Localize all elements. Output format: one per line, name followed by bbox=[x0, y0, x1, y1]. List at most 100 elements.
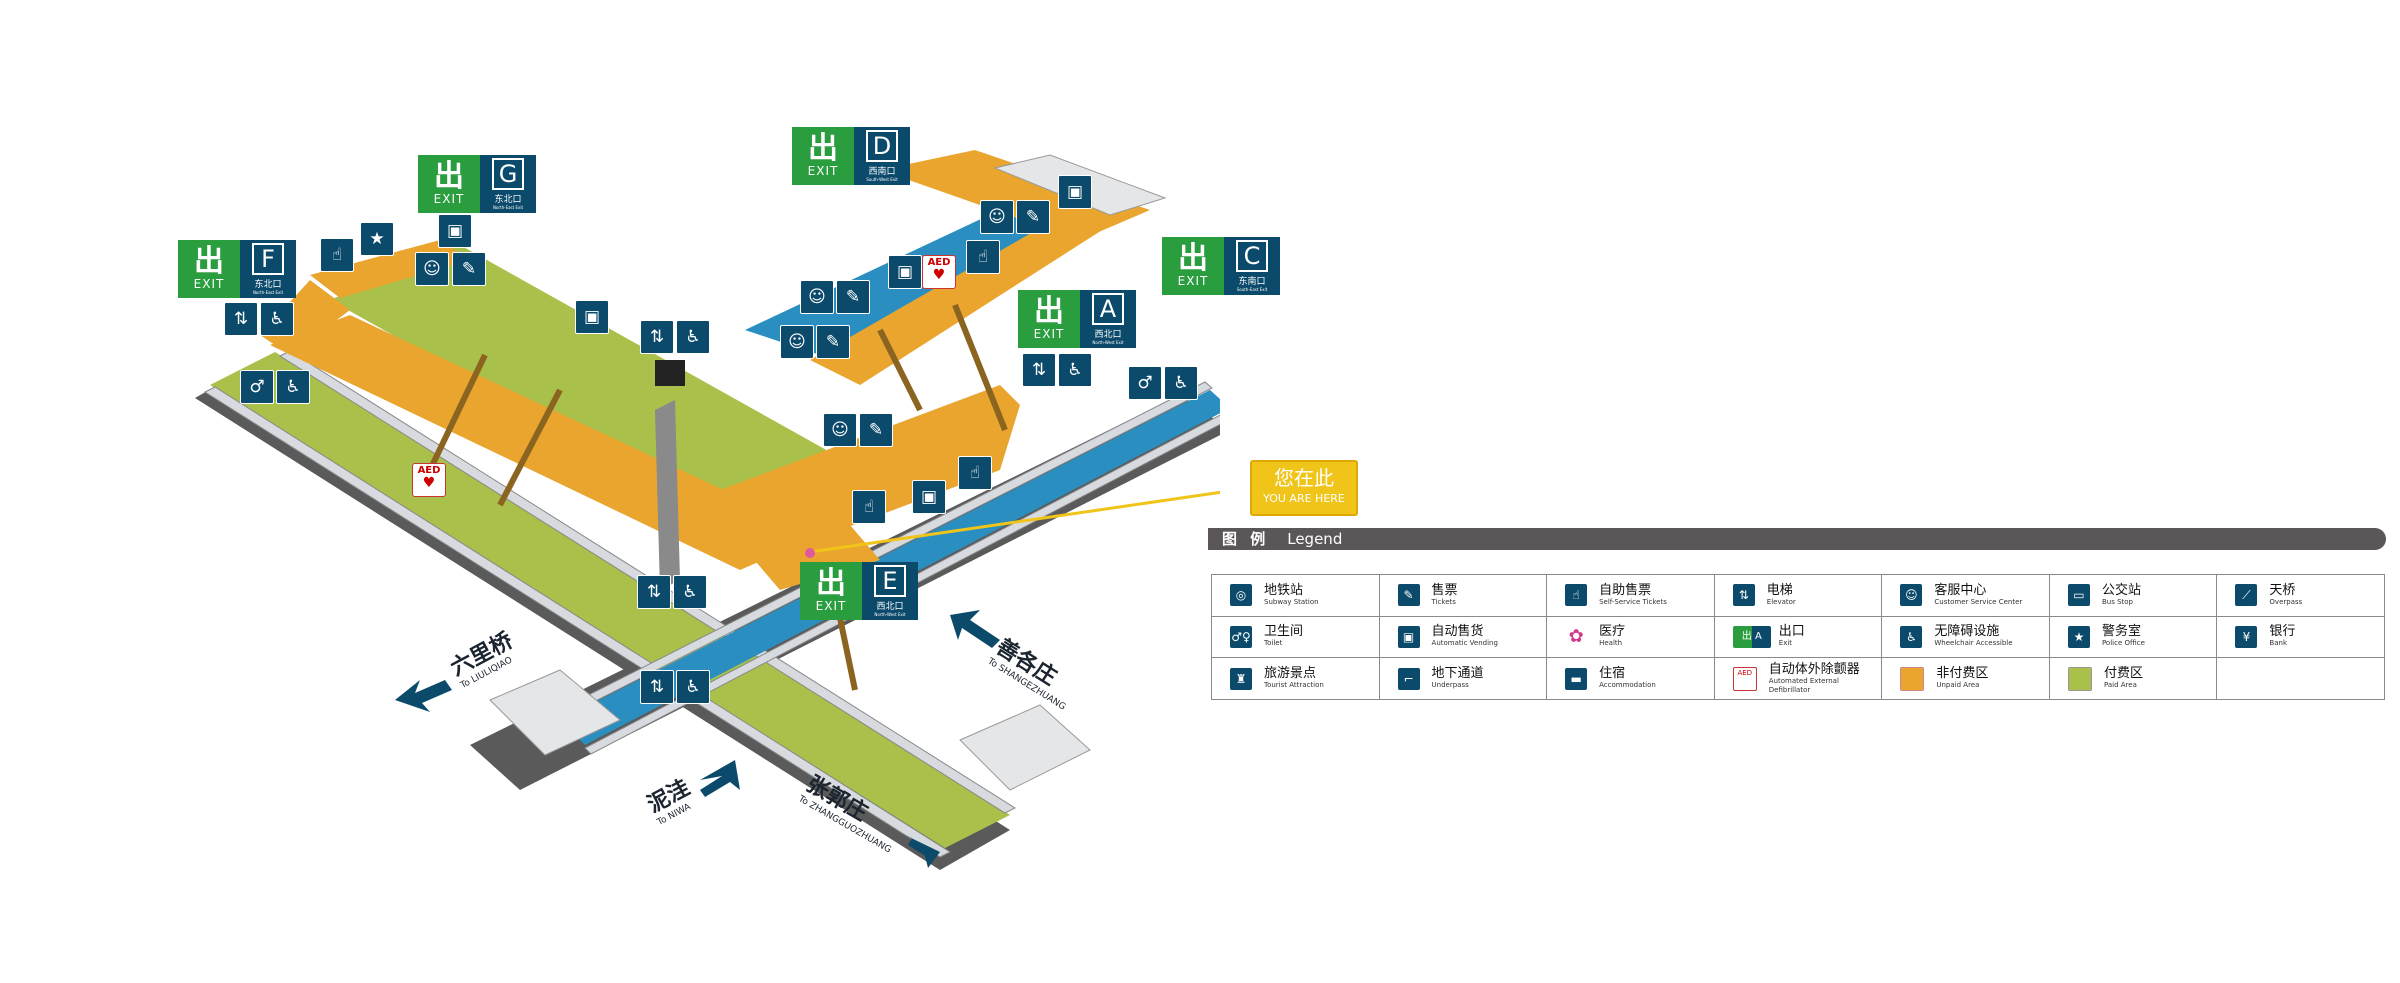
vending-icon: ▣ bbox=[438, 214, 472, 248]
you-are-here-dot bbox=[805, 548, 815, 558]
service-center-icon: ☺ bbox=[980, 200, 1014, 234]
stair-1 bbox=[427, 353, 488, 472]
arrow-zhangguozhuang bbox=[905, 835, 940, 868]
toilet-icon: ♂ bbox=[1128, 366, 1162, 400]
elevator-icon: ⇅ bbox=[640, 320, 674, 354]
self-service-icon: ☝ bbox=[320, 238, 354, 272]
tourist-icon: ♜ bbox=[1230, 667, 1252, 690]
elevator-icon: ⇅ bbox=[224, 302, 258, 336]
wheelchair-icon: ♿ bbox=[260, 302, 294, 336]
underpass-icon: ⌐ bbox=[1397, 667, 1420, 690]
arrow-liulihe bbox=[395, 680, 452, 712]
aed-icon: AED♥ bbox=[412, 463, 446, 497]
wheelchair-icon: ♿ bbox=[1164, 366, 1198, 400]
elevator-icon: ⇅ bbox=[1022, 353, 1056, 387]
service-center-icon: ☺ bbox=[823, 413, 857, 447]
legend-header: 图 例 Legend bbox=[1208, 528, 2386, 550]
tickets-icon: ✎ bbox=[1016, 200, 1050, 234]
accommodation-icon: ▬ bbox=[1565, 667, 1588, 690]
police-icon: ★ bbox=[2067, 625, 2090, 648]
arrow-niwa bbox=[700, 760, 740, 797]
self-service-icon: ☝ bbox=[958, 456, 992, 490]
concourse-orange-main bbox=[270, 315, 820, 570]
toilet-icon: ♂♀ bbox=[1230, 625, 1252, 648]
wheelchair-icon: ♿ bbox=[1058, 353, 1092, 387]
platform-green-main bbox=[210, 352, 1010, 848]
elevator-icon: ⇅ bbox=[1732, 584, 1755, 607]
legend-title-en: Legend bbox=[1287, 530, 1343, 548]
exit-icon: 出 A bbox=[1732, 625, 1771, 648]
concourse-green bbox=[330, 245, 880, 540]
police-icon: ★ bbox=[360, 222, 394, 256]
vending-icon: ▣ bbox=[1397, 625, 1420, 648]
tickets-icon: ✎ bbox=[816, 325, 850, 359]
legend-title-zh: 图 例 bbox=[1222, 530, 1270, 548]
tickets-icon: ✎ bbox=[859, 413, 893, 447]
overpass-icon: ⟋ bbox=[2235, 584, 2258, 607]
self-service-icon: ☝ bbox=[966, 240, 1000, 274]
arrow-shangezhuang bbox=[950, 610, 1000, 648]
toilet-icon: ♂ bbox=[240, 370, 274, 404]
concourse-orange-left bbox=[260, 280, 350, 355]
you-are-here-label: 您在此 YOU ARE HERE bbox=[1250, 460, 1358, 516]
wheelchair-icon: ♿ bbox=[676, 320, 710, 354]
subway-icon: ◎ bbox=[1230, 584, 1252, 607]
concourse-orange-d bbox=[880, 150, 1150, 240]
service-center-icon: ☺ bbox=[1900, 584, 1923, 607]
aed-icon: AED♥ bbox=[922, 255, 956, 289]
end-building-se bbox=[959, 704, 1091, 791]
bank-icon: ¥ bbox=[2235, 625, 2258, 648]
elevator-shaft bbox=[655, 400, 680, 590]
elevator-icon: ⇅ bbox=[637, 575, 671, 609]
paid-swatch bbox=[2067, 666, 2092, 691]
vending-icon: ▣ bbox=[575, 300, 609, 334]
stair-2 bbox=[497, 388, 563, 507]
legend-cell-empty bbox=[2216, 657, 2385, 700]
elevator-icon: ⇅ bbox=[640, 670, 674, 704]
stair-3 bbox=[952, 303, 1008, 432]
tickets-icon: ✎ bbox=[836, 280, 870, 314]
end-building-sw bbox=[489, 669, 621, 756]
self-service-icon: ☝ bbox=[1565, 584, 1588, 607]
vending-icon: ▣ bbox=[1058, 175, 1092, 209]
stair-4 bbox=[877, 328, 923, 412]
wheelchair-icon: ♿ bbox=[673, 575, 707, 609]
wheelchair-icon: ♿ bbox=[276, 370, 310, 404]
service-center-icon: ☺ bbox=[800, 280, 834, 314]
unpaid-swatch bbox=[1900, 666, 1925, 691]
tickets-icon: ✎ bbox=[1397, 584, 1420, 607]
wheelchair-icon: ♿ bbox=[1900, 625, 1923, 648]
service-center-icon: ☺ bbox=[780, 325, 814, 359]
self-service-icon: ☝ bbox=[852, 490, 886, 524]
station-map bbox=[195, 150, 1220, 870]
elevator-top bbox=[655, 360, 685, 386]
aed-icon: AED bbox=[1732, 666, 1757, 691]
vending-icon: ▣ bbox=[888, 255, 922, 289]
